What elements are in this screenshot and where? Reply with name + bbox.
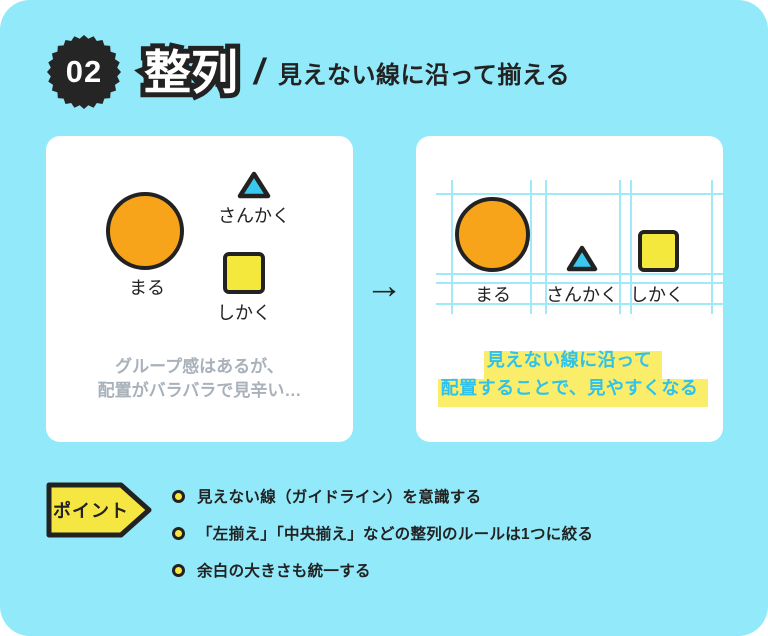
title-separator: / [254,51,265,92]
step-number-badge: 02 [46,34,122,110]
guideline-vertical [451,180,453,314]
points-list: 見えない線（ガイドライン）を意識する 「左揃え」「中央揃え」などの整列のルールは… [172,484,593,595]
bullet-circle-icon [172,526,185,540]
points-badge: ポイント [46,482,152,538]
points-section: ポイント 見えない線（ガイドライン）を意識する 「左揃え」「中央揃え」などの整列… [46,482,722,580]
triangle-label-aligned: さんかく [546,285,618,306]
seal-burst-icon [47,35,121,109]
bullet-circle-icon [172,489,185,503]
point-item: 見えない線（ガイドライン）を意識する [172,484,593,508]
triangle-label: さんかく [218,206,290,227]
circle-label: まる [129,278,165,299]
after-panel: まる さんかく しかく 見えない線に沿って 配置することで、見やすくなる [416,136,723,442]
page-title: 整列 整列 [139,44,243,101]
guideline-horizontal [436,193,723,195]
after-caption-line1-row: 見えない線に沿って [416,346,723,379]
guideline-horizontal [436,303,723,305]
square-label-aligned: しかく [630,285,684,306]
seal-shape [47,35,121,109]
bullet-circle-icon [172,563,185,577]
square-shape-aligned [638,230,679,272]
guideline-vertical [545,180,547,314]
triangle-shape-aligned [566,245,598,272]
after-caption-line1: 見えない線に沿って [483,346,662,379]
guideline-vertical [530,180,532,314]
triangle-shape [237,171,271,199]
before-caption-line1: グループ感はあるが、 [115,357,284,376]
point-text: 「左揃え」「中央揃え」などの整列のルールは1つに絞る [197,526,594,543]
guideline-horizontal [436,282,723,284]
points-badge-label: ポイント [53,501,129,521]
point-text: 余白の大きさも統一する [197,563,371,580]
circle-shape [106,192,184,270]
page-title-text: 整列 [144,45,238,99]
guideline-vertical [619,180,621,314]
page-title-outline: 整列 [139,44,243,101]
point-item: 「左揃え」「中央揃え」などの整列のルールは1つに絞る [172,521,593,545]
square-shape [223,252,265,294]
circle-shape-aligned [455,197,530,272]
header: 02 整列 整列 / 見えない線に沿って揃える [46,34,571,110]
square-label: しかく [217,303,271,324]
guideline-vertical [711,180,713,314]
circle-label-aligned: まる [475,285,511,306]
after-caption-line2-row: 配置することで、見やすくなる [416,374,723,407]
guideline-vertical [630,180,632,314]
point-text: 見えない線（ガイドライン）を意識する [197,489,482,506]
before-panel: まる さんかく しかく グループ感はあるが、 配置がバラバラで見辛い… [46,136,353,442]
page-subtitle: 見えない線に沿って揃える [278,61,571,89]
point-item: 余白の大きさも統一する [172,558,593,582]
after-caption-line2: 配置することで、見やすくなる [437,374,709,407]
guideline-horizontal [436,273,723,275]
before-caption-line2: 配置がバラバラで見辛い… [97,381,302,400]
transform-arrow-icon: → [365,264,403,307]
step-number: 02 [65,54,103,89]
points-badge-arrow-icon [46,482,152,538]
